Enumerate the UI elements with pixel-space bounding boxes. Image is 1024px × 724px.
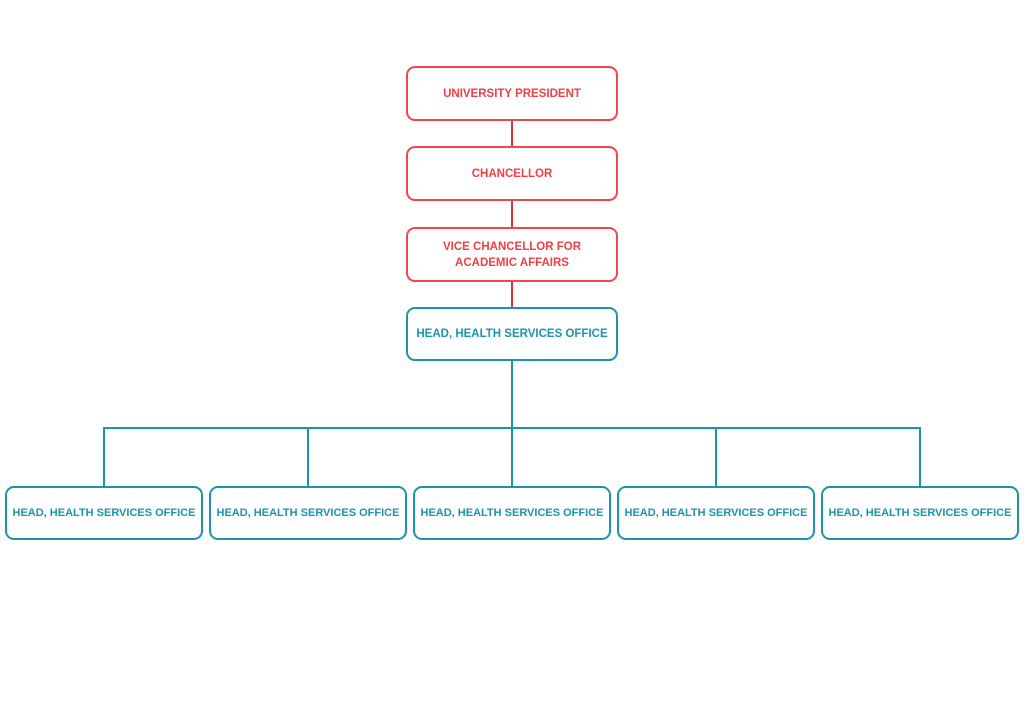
- node-label: VICE CHANCELLOR FOR ACADEMIC AFFAIRS: [443, 240, 581, 269]
- node-label: HEAD, HEALTH SERVICES OFFICE: [416, 328, 608, 340]
- node-label: UNIVERSITY PRESIDENT: [443, 87, 581, 100]
- node-subordinate-1: HEAD, HEALTH SERVICES OFFICE: [5, 486, 203, 540]
- node-label: CHANCELLOR: [471, 167, 553, 180]
- node-university-president: UNIVERSITY PRESIDENT: [406, 66, 618, 121]
- node-subordinate-3: HEAD, HEALTH SERVICES OFFICE: [413, 486, 611, 540]
- node-label: HEAD, HEALTH SERVICES OFFICE: [624, 507, 808, 519]
- node-label: HEAD, HEALTH SERVICES OFFICE: [828, 507, 1012, 519]
- node-subordinate-2: HEAD, HEALTH SERVICES OFFICE: [209, 486, 407, 540]
- node-label: HEAD, HEALTH SERVICES OFFICE: [420, 507, 604, 519]
- node-vice-chancellor-academic-affairs: VICE CHANCELLOR FOR ACADEMIC AFFAIRS: [406, 227, 618, 282]
- node-chancellor: CHANCELLOR: [406, 146, 618, 201]
- node-label: HEAD, HEALTH SERVICES OFFICE: [216, 507, 400, 519]
- node-subordinate-4: HEAD, HEALTH SERVICES OFFICE: [617, 486, 815, 540]
- node-subordinate-5: HEAD, HEALTH SERVICES OFFICE: [821, 486, 1019, 540]
- node-label: HEAD, HEALTH SERVICES OFFICE: [12, 507, 196, 519]
- node-head-health-services: HEAD, HEALTH SERVICES OFFICE: [406, 307, 618, 361]
